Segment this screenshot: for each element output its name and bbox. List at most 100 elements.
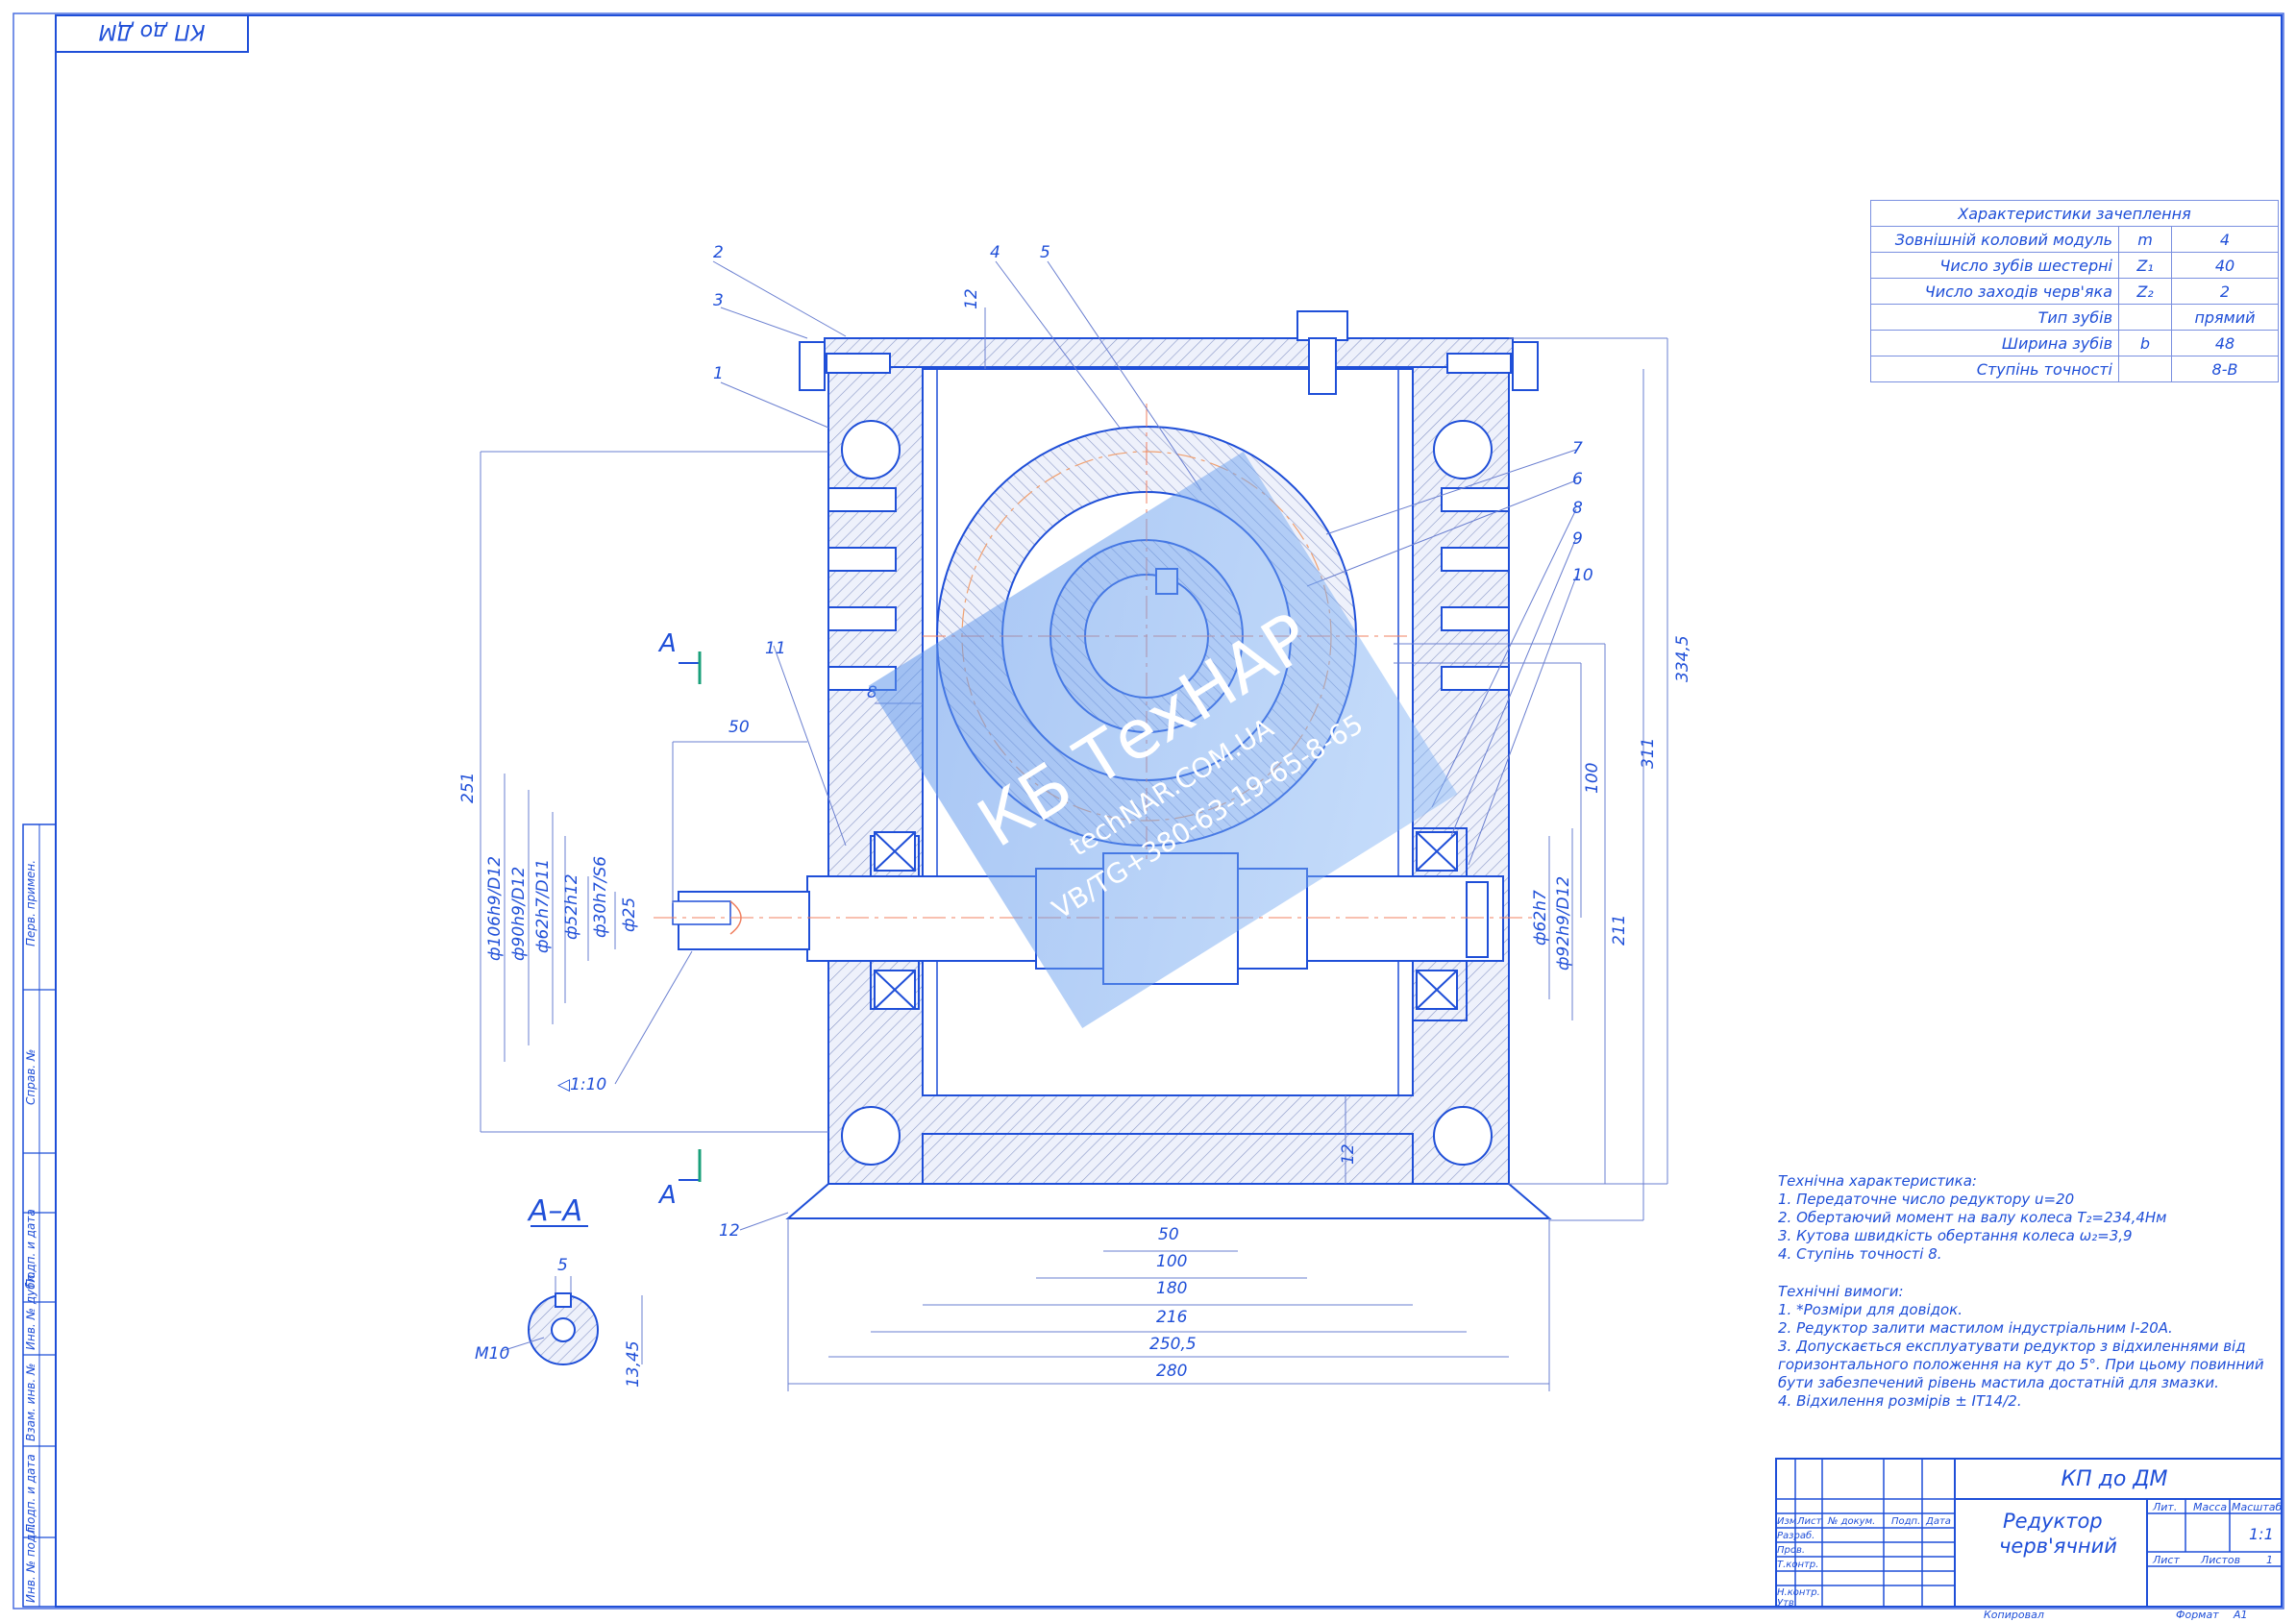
svg-text:12: 12 bbox=[962, 288, 981, 309]
corner-label-box bbox=[55, 14, 249, 53]
svg-text:Изм: Изм bbox=[1777, 1516, 1797, 1527]
svg-text:ф106h9/D12: ф106h9/D12 bbox=[485, 856, 505, 961]
svg-text:Подп. и дата: Подп. и дата bbox=[24, 1454, 37, 1533]
svg-text:211: 211 bbox=[1610, 915, 1629, 946]
dimension-lines bbox=[480, 260, 1668, 1391]
section-aa: А–А 5 M10 13,45 bbox=[475, 1194, 643, 1388]
svg-text:100: 100 bbox=[1583, 763, 1602, 794]
svg-text:Листов: Листов bbox=[2200, 1554, 2240, 1566]
svg-text:Подп. и дата: Подп. и дата bbox=[24, 1209, 37, 1288]
svg-text:216: 216 bbox=[1156, 1308, 1188, 1327]
svg-text:1: 1 bbox=[2266, 1554, 2273, 1566]
svg-text:Пров.: Пров. bbox=[1777, 1545, 1805, 1556]
req-line: 2. Редуктор залити мастилом індустріальн… bbox=[1778, 1319, 2173, 1337]
svg-text:50: 50 bbox=[728, 718, 750, 737]
svg-text:Масса: Масса bbox=[2193, 1501, 2227, 1513]
svg-text:ф90h9/D12: ф90h9/D12 bbox=[509, 867, 529, 961]
svg-text:5: 5 bbox=[557, 1256, 568, 1275]
svg-text:Т.контр.: Т.контр. bbox=[1777, 1560, 1818, 1570]
cover-plate bbox=[824, 337, 1514, 368]
req-line: горизонтального положення на кут до 5°. … bbox=[1778, 1356, 2264, 1373]
tech-line: 1. Передаточне число редуктору u=20 bbox=[1778, 1191, 2075, 1208]
svg-text:3: 3 bbox=[713, 291, 724, 310]
svg-text:12: 12 bbox=[719, 1221, 740, 1241]
svg-text:Перв. примен.: Перв. примен. bbox=[24, 860, 37, 946]
table-title: Характеристики зачеплення bbox=[1870, 200, 2279, 227]
inner-frame bbox=[55, 14, 2283, 1608]
tech-line: 4. Ступінь точності 8. bbox=[1778, 1245, 1942, 1263]
req-line: 4. Відхилення розмірів ± IT14/2. bbox=[1778, 1392, 2022, 1410]
svg-text:Копировал: Копировал bbox=[1984, 1609, 2044, 1621]
svg-text:100: 100 bbox=[1156, 1252, 1187, 1271]
svg-text:8: 8 bbox=[1572, 499, 1583, 518]
svg-text:Лит.: Лит. bbox=[2152, 1501, 2177, 1513]
svg-text:Дата: Дата bbox=[1925, 1516, 1951, 1527]
svg-text:№ докум.: № докум. bbox=[1827, 1516, 1875, 1527]
svg-text:черв'ячний: черв'ячний bbox=[1999, 1535, 2117, 1558]
svg-text:11: 11 bbox=[765, 639, 786, 658]
svg-text:Масштаб: Масштаб bbox=[2232, 1501, 2282, 1513]
gear-characteristics-table: Характеристики зачеплення Зовнішній коло… bbox=[1870, 200, 2279, 382]
svg-text:280: 280 bbox=[1156, 1362, 1187, 1381]
svg-text:ф92h9/D12: ф92h9/D12 bbox=[1554, 876, 1573, 971]
fins-left bbox=[827, 487, 897, 691]
svg-text:250,5: 250,5 bbox=[1149, 1335, 1197, 1354]
section-marks: А А bbox=[657, 629, 702, 1210]
svg-text:ф62h7/D11: ф62h7/D11 bbox=[533, 859, 553, 953]
svg-text:1:1: 1:1 bbox=[2249, 1525, 2274, 1543]
technical-notes: Технічна характеристика: 1. Передаточне … bbox=[1778, 1172, 2264, 1411]
svg-text:Лист: Лист bbox=[1796, 1516, 1823, 1527]
svg-text:А1: А1 bbox=[2233, 1609, 2248, 1621]
outer-frame bbox=[12, 12, 2284, 1610]
svg-text:4: 4 bbox=[990, 243, 1000, 262]
svg-text:Разраб.: Разраб. bbox=[1777, 1530, 1815, 1541]
svg-text:311: 311 bbox=[1639, 738, 1658, 769]
svg-text:12: 12 bbox=[1339, 1143, 1358, 1165]
base-flange bbox=[785, 1183, 1552, 1219]
svg-text:Утв.: Утв. bbox=[1777, 1598, 1797, 1609]
svg-text:Взам. инв. №: Взам. инв. № bbox=[24, 1364, 37, 1441]
svg-text:◁1:10: ◁1:10 bbox=[557, 1075, 606, 1094]
svg-text:334,5: 334,5 bbox=[1673, 635, 1692, 682]
svg-text:6: 6 bbox=[1572, 470, 1583, 489]
callout-numbers: 2 3 1 4 5 7 6 8 9 10 11 12 bbox=[713, 243, 1593, 1241]
tech-line: 3. Кутова швидкість обертання колеса ω₂=… bbox=[1778, 1227, 2133, 1244]
svg-text:Н.контр.: Н.контр. bbox=[1777, 1587, 1820, 1598]
tech-title: Технічна характеристика: bbox=[1778, 1172, 1977, 1190]
svg-text:Инв. № дубл.: Инв. № дубл. bbox=[24, 1271, 37, 1350]
svg-text:А–А: А–А bbox=[527, 1194, 582, 1228]
svg-text:ф25: ф25 bbox=[620, 897, 639, 932]
svg-text:7: 7 bbox=[1572, 439, 1583, 458]
svg-text:Справ. №: Справ. № bbox=[24, 1049, 37, 1105]
svg-text:А: А bbox=[657, 629, 677, 658]
svg-text:Редуктор: Редуктор bbox=[2003, 1510, 2103, 1533]
svg-text:Лист: Лист bbox=[2152, 1554, 2180, 1566]
title-block-text: КП до ДМ Редуктор черв'ячний Изм Лист № … bbox=[1777, 1467, 2282, 1621]
svg-text:ф52h12: ф52h12 bbox=[562, 873, 581, 940]
svg-text:Подп.: Подп. bbox=[1891, 1516, 1920, 1527]
corner-label: КП до ДМ bbox=[98, 19, 205, 43]
svg-text:1: 1 bbox=[713, 364, 724, 383]
req-title: Технічні вимоги: bbox=[1778, 1283, 1904, 1300]
tech-line: 2. Обертаючий момент на валу колеса T₂=2… bbox=[1778, 1209, 2167, 1226]
req-line: бути забезпечений рівень мастила достатн… bbox=[1778, 1374, 2219, 1391]
req-line: 3. Допускається експлуатувати редуктор з… bbox=[1778, 1338, 2246, 1355]
svg-text:M10: M10 bbox=[475, 1344, 509, 1364]
svg-text:ф62h7: ф62h7 bbox=[1531, 890, 1550, 946]
req-line: 1. *Розміри для довідок. bbox=[1778, 1301, 1963, 1318]
svg-text:А: А bbox=[657, 1181, 677, 1210]
svg-text:5: 5 bbox=[1040, 243, 1050, 262]
svg-text:Инв. № подл.: Инв. № подл. bbox=[24, 1523, 37, 1603]
svg-text:Формат: Формат bbox=[2176, 1609, 2219, 1621]
svg-text:13,45: 13,45 bbox=[624, 1340, 643, 1388]
oil-plug bbox=[1296, 310, 1348, 341]
svg-text:10: 10 bbox=[1572, 566, 1593, 585]
title-block bbox=[1775, 1458, 2283, 1608]
svg-text:2: 2 bbox=[713, 243, 724, 262]
